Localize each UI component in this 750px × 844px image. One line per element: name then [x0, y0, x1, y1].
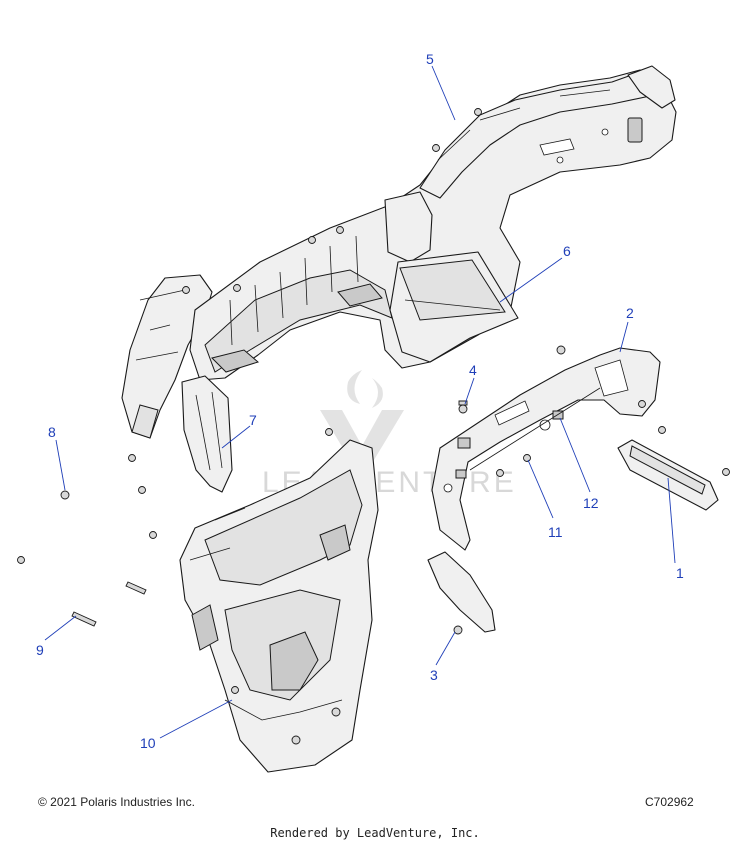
rear-upper-panel: [121, 65, 677, 439]
figure-code: C702962: [645, 795, 694, 809]
part-10-lower-fascia: [179, 439, 379, 773]
part-1-rail: [617, 439, 719, 511]
callout-6: 6: [563, 243, 571, 259]
callouts: 1 2 3 4 5 6 7 8 9 10 11 12: [36, 51, 684, 751]
part-3-small-bracket: [427, 551, 496, 635]
callout-9: 9: [36, 642, 44, 658]
rendered-by-text: Rendered by LeadVenture, Inc.: [270, 826, 480, 840]
callout-8: 8: [48, 424, 56, 440]
callout-4: 4: [469, 362, 477, 378]
callout-1: 1: [676, 565, 684, 581]
part-2-bracket: [431, 345, 661, 551]
callout-7: 7: [249, 412, 257, 428]
callout-2: 2: [626, 305, 634, 321]
copyright-text: © 2021 Polaris Industries Inc.: [38, 795, 195, 809]
callout-3: 3: [430, 667, 438, 683]
part-7-vertical-trim: [181, 375, 233, 493]
callout-10: 10: [140, 735, 156, 751]
callout-11: 11: [548, 524, 563, 540]
fasteners: [17, 400, 730, 627]
callout-5: 5: [426, 51, 434, 67]
leader-lines: [44, 65, 676, 739]
callout-12: 12: [583, 495, 599, 511]
